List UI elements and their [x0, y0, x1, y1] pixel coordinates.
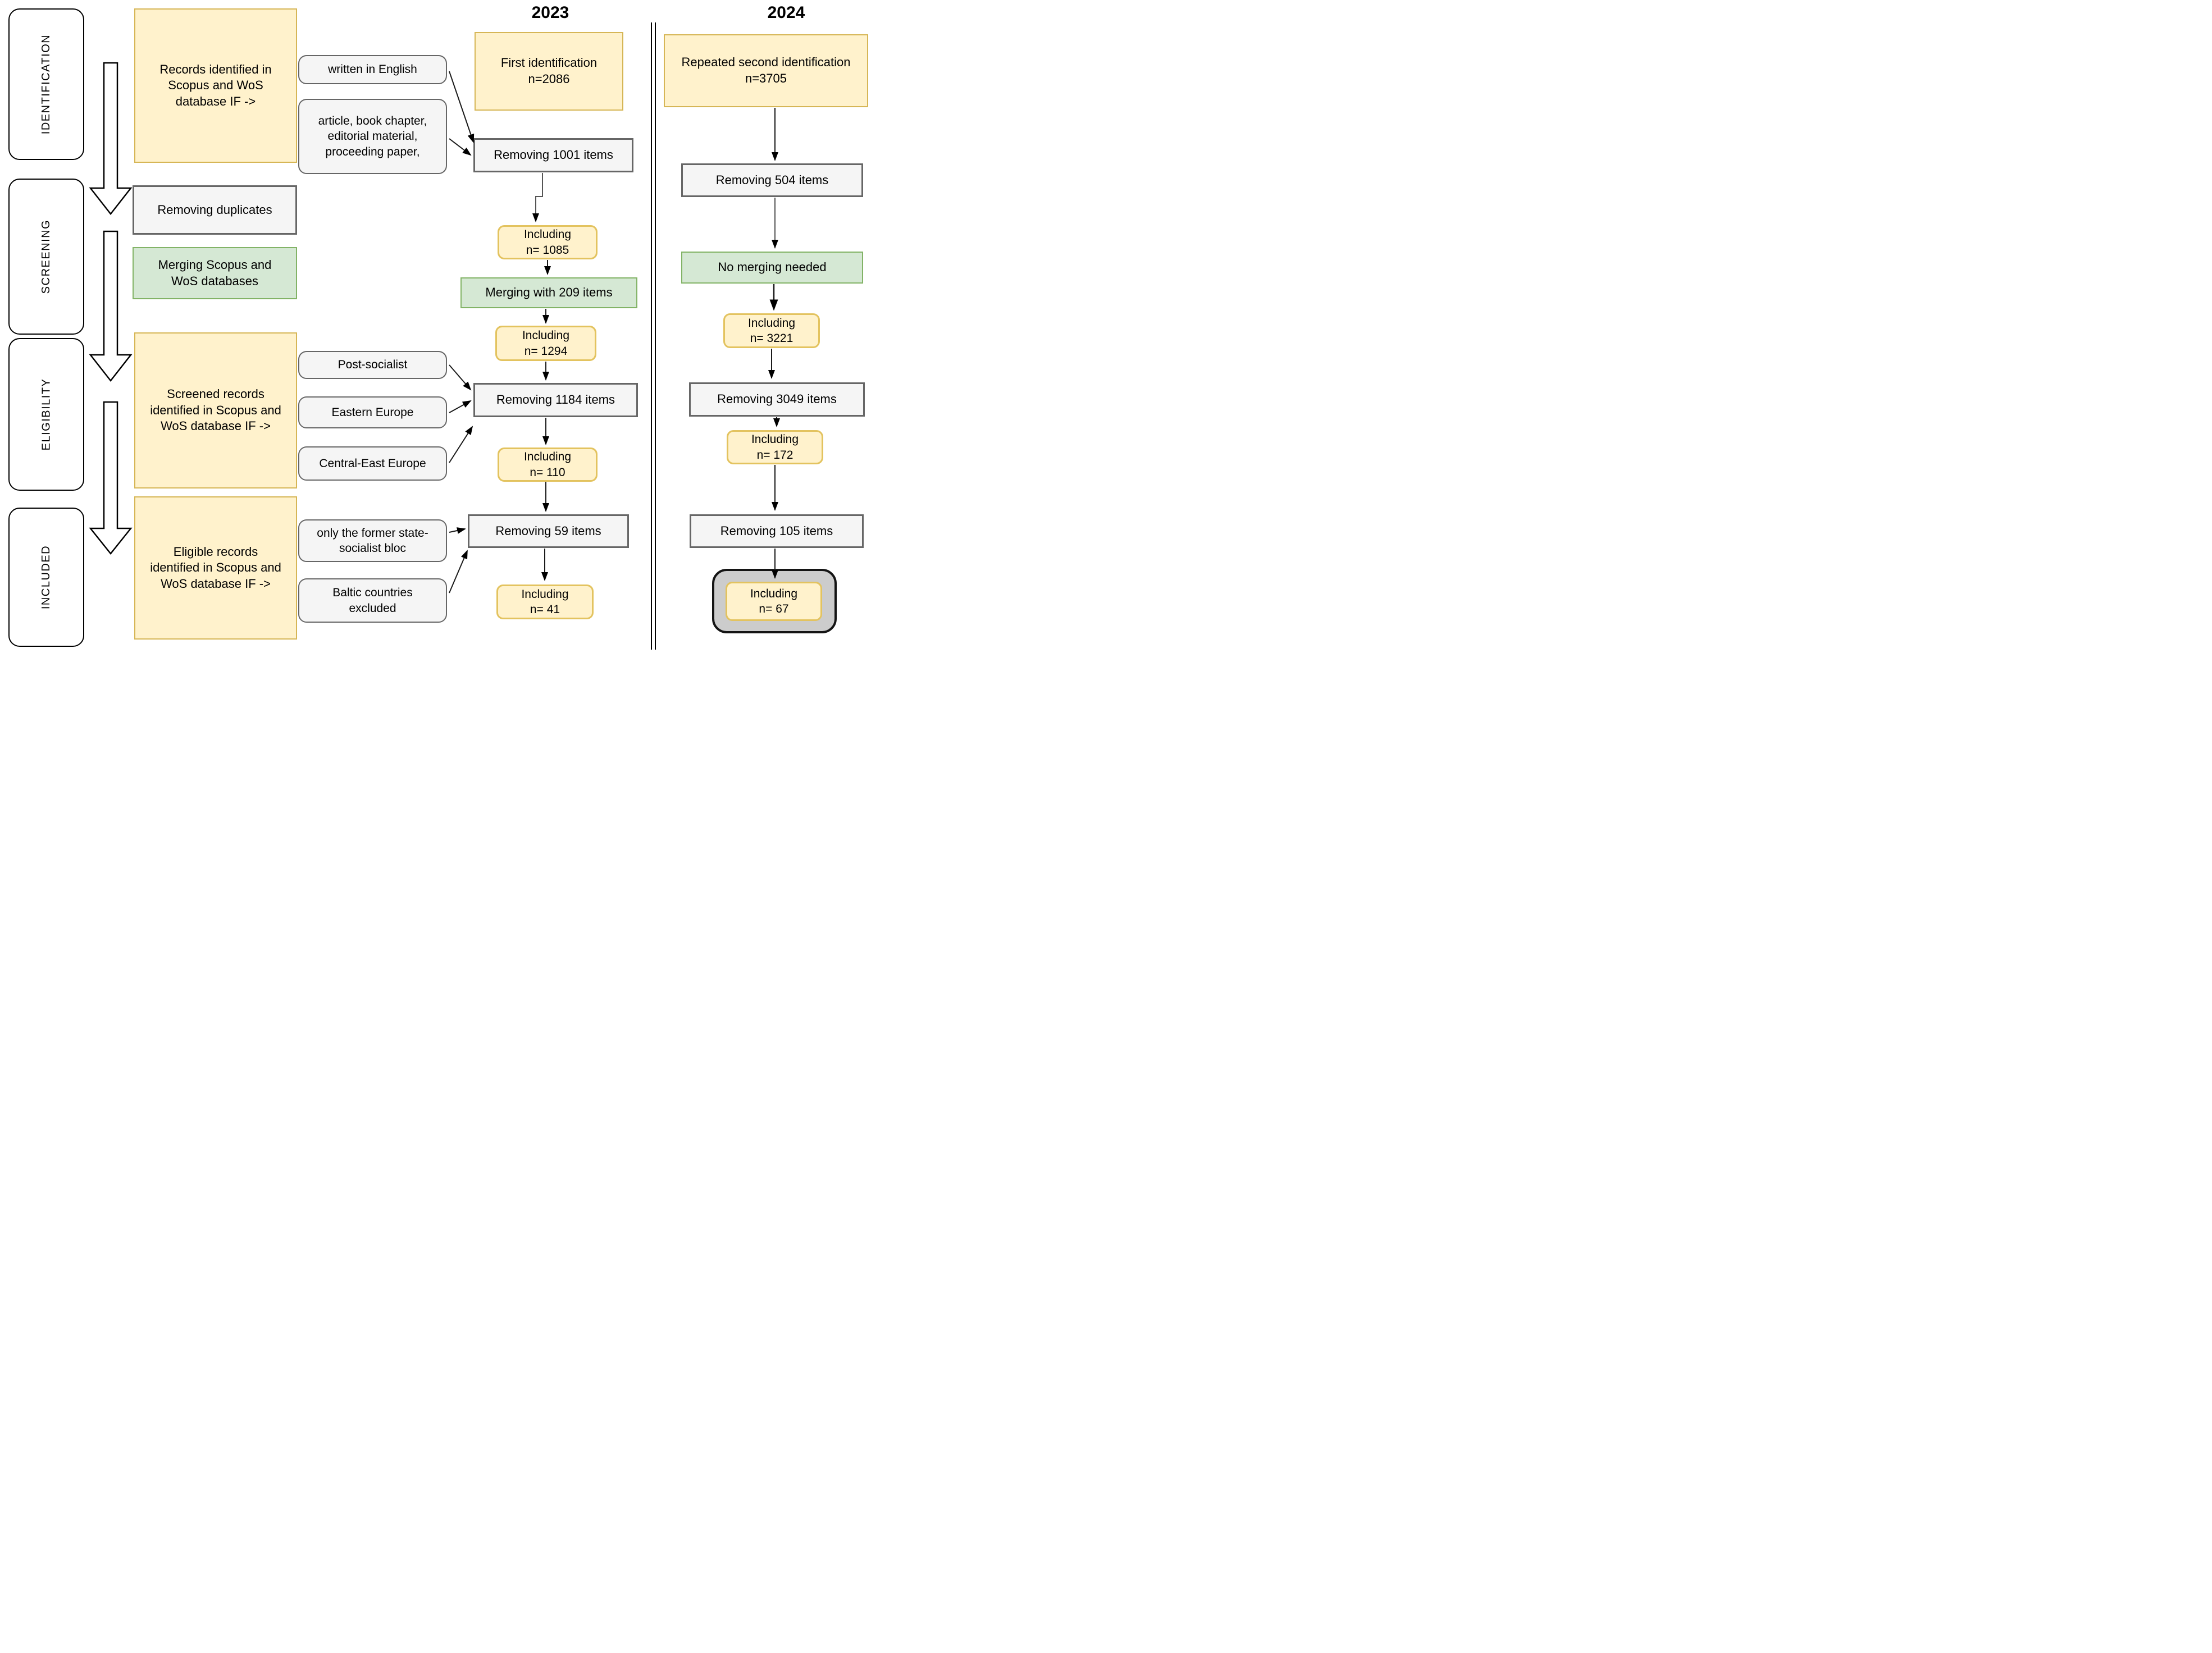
criterion-written-in-english: written in English — [298, 55, 447, 84]
year-separator-line-right — [655, 22, 656, 650]
criterion-central-east-europe: Central-East Europe — [298, 446, 447, 481]
prisma-flow-diagram: IDENTIFICATION SCREENING ELIGIBILITY INC… — [0, 0, 869, 650]
column-header-2023: 2023 — [531, 3, 569, 22]
column-header-2024: 2024 — [767, 3, 805, 22]
no-merging-box: No merging needed — [681, 252, 863, 284]
stage-screening-label: SCREENING — [40, 219, 53, 294]
including-1294-box: Including n= 1294 — [495, 326, 596, 361]
criterion-post-socialist: Post-socialist — [298, 351, 447, 379]
including-3221-box: Including n= 3221 — [723, 313, 820, 348]
stage-identification-label: IDENTIFICATION — [40, 34, 53, 135]
removing-1184-box: Removing 1184 items — [473, 383, 638, 417]
merging-209-box: Merging with 209 items — [460, 277, 637, 308]
criterion-eastern-europe: Eastern Europe — [298, 396, 447, 428]
criterion-baltic-excluded: Baltic countries excluded — [298, 578, 447, 623]
including-172-box: Including n= 172 — [727, 430, 823, 464]
merging-databases-box: Merging Scopus and WoS databases — [133, 247, 297, 299]
stage-identification: IDENTIFICATION — [8, 8, 84, 160]
records-identified-box: Records identified in Scopus and WoS dat… — [134, 8, 297, 163]
stage-included-label: INCLUDED — [40, 545, 53, 610]
stage-screening: SCREENING — [8, 179, 84, 335]
including-67-box: Including n= 67 — [726, 582, 822, 621]
year-separator-line-left — [651, 22, 652, 650]
stage-included: INCLUDED — [8, 508, 84, 647]
phase-down-arrow-icon — [89, 62, 133, 555]
removing-1001-box: Removing 1001 items — [473, 138, 633, 172]
stage-eligibility: ELIGIBILITY — [8, 338, 84, 491]
removing-3049-box: Removing 3049 items — [689, 382, 865, 417]
criterion-article-types: article, book chapter, editorial materia… — [298, 99, 447, 174]
criterion-state-socialist-bloc: only the former state- socialist bloc — [298, 519, 447, 562]
stage-eligibility-label: ELIGIBILITY — [40, 378, 53, 451]
first-identification-box: First identification n=2086 — [475, 32, 623, 111]
including-110-box: Including n= 110 — [498, 448, 598, 482]
eligible-records-box: Eligible records identified in Scopus an… — [134, 496, 297, 640]
removing-59-box: Removing 59 items — [468, 514, 629, 548]
including-41-box: Including n= 41 — [496, 585, 594, 619]
screened-records-box: Screened records identified in Scopus an… — [134, 332, 297, 488]
removing-duplicates-box: Removing duplicates — [133, 185, 297, 235]
including-1085-box: Including n= 1085 — [498, 225, 598, 259]
repeated-identification-box: Repeated second identification n=3705 — [664, 34, 868, 107]
removing-504-box: Removing 504 items — [681, 163, 863, 197]
removing-105-box: Removing 105 items — [690, 514, 864, 548]
